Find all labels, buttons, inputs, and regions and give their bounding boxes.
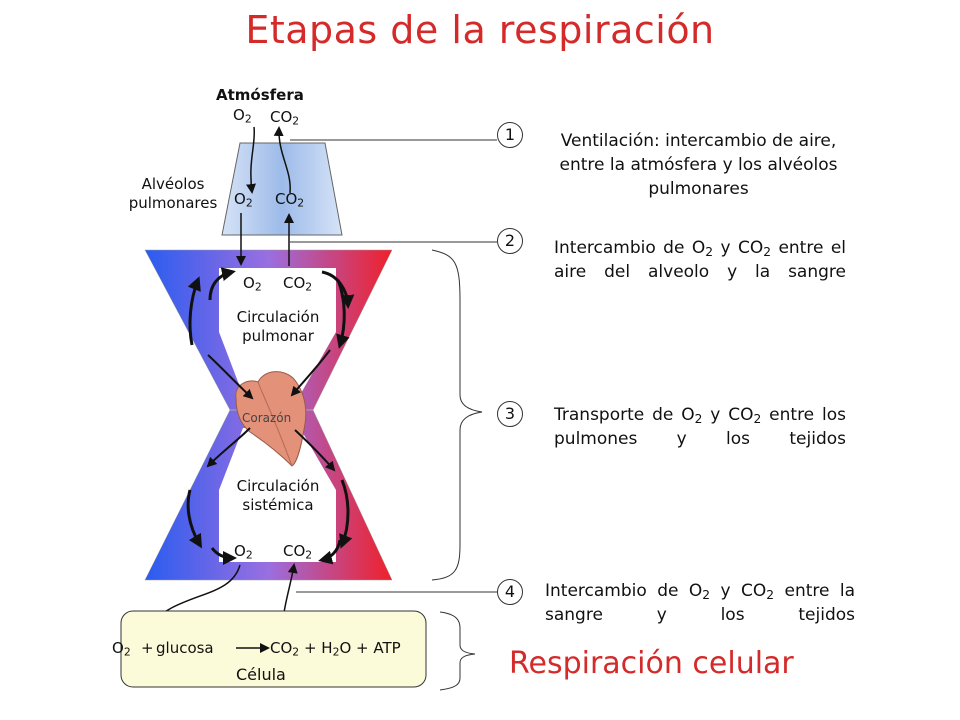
cell-label: Célula [236,665,286,684]
stage-3-bracket [431,249,483,581]
pulmonary-circulation-label: Circulación pulmonar [236,308,320,345]
stage-3-badge: 3 [497,401,523,427]
alv-o2-label: O2 [234,190,253,210]
cell-plus: + [141,639,154,657]
stage-4-badge: 4 [497,579,523,605]
sys-o2-label: O2 [234,542,253,562]
systemic-panel [219,428,336,562]
pulm-co2-label: CO2 [283,274,313,294]
pulmonary-panel [219,268,336,395]
cell-glucose: glucosa [156,639,214,657]
stage-1-text: Ventilación: intercambio de aire, entre … [559,131,838,199]
page-title: Etapas de la respiración [245,8,715,52]
alveolus-shape [221,142,343,236]
stage-2-text: Intercambio de O2 y CO2 entre el aire de… [554,238,847,282]
cell-shape [120,610,427,688]
pulm-o2-label: O2 [243,274,262,294]
cell-bracket [439,611,476,691]
stage-3-text: Transporte de O2 y CO2 entre los pulmone… [554,405,846,449]
atm-co2-label: CO2 [270,108,300,128]
heart-label: Corazón [242,411,292,425]
cellular-respiration-label: Respiración celular [509,646,794,681]
stage-2-badge: 2 [497,228,523,254]
alv-co2-label: CO2 [275,190,305,210]
atmosphere-label: Atmósfera [216,86,304,104]
systemic-circulation-label: Circulación sistémica [236,477,320,514]
atm-o2-label: O2 [233,106,252,126]
stage-4-text: Intercambio de O2 y CO2 entre la sangre … [545,581,856,625]
sys-co2-label: CO2 [283,542,313,562]
alveolos-label: Alvéolos pulmonares [128,175,218,212]
cell-products: CO2 + H2O + ATP [270,639,401,659]
stage-1-badge: 1 [497,122,523,148]
cell-o2-label: O2 [112,639,131,659]
